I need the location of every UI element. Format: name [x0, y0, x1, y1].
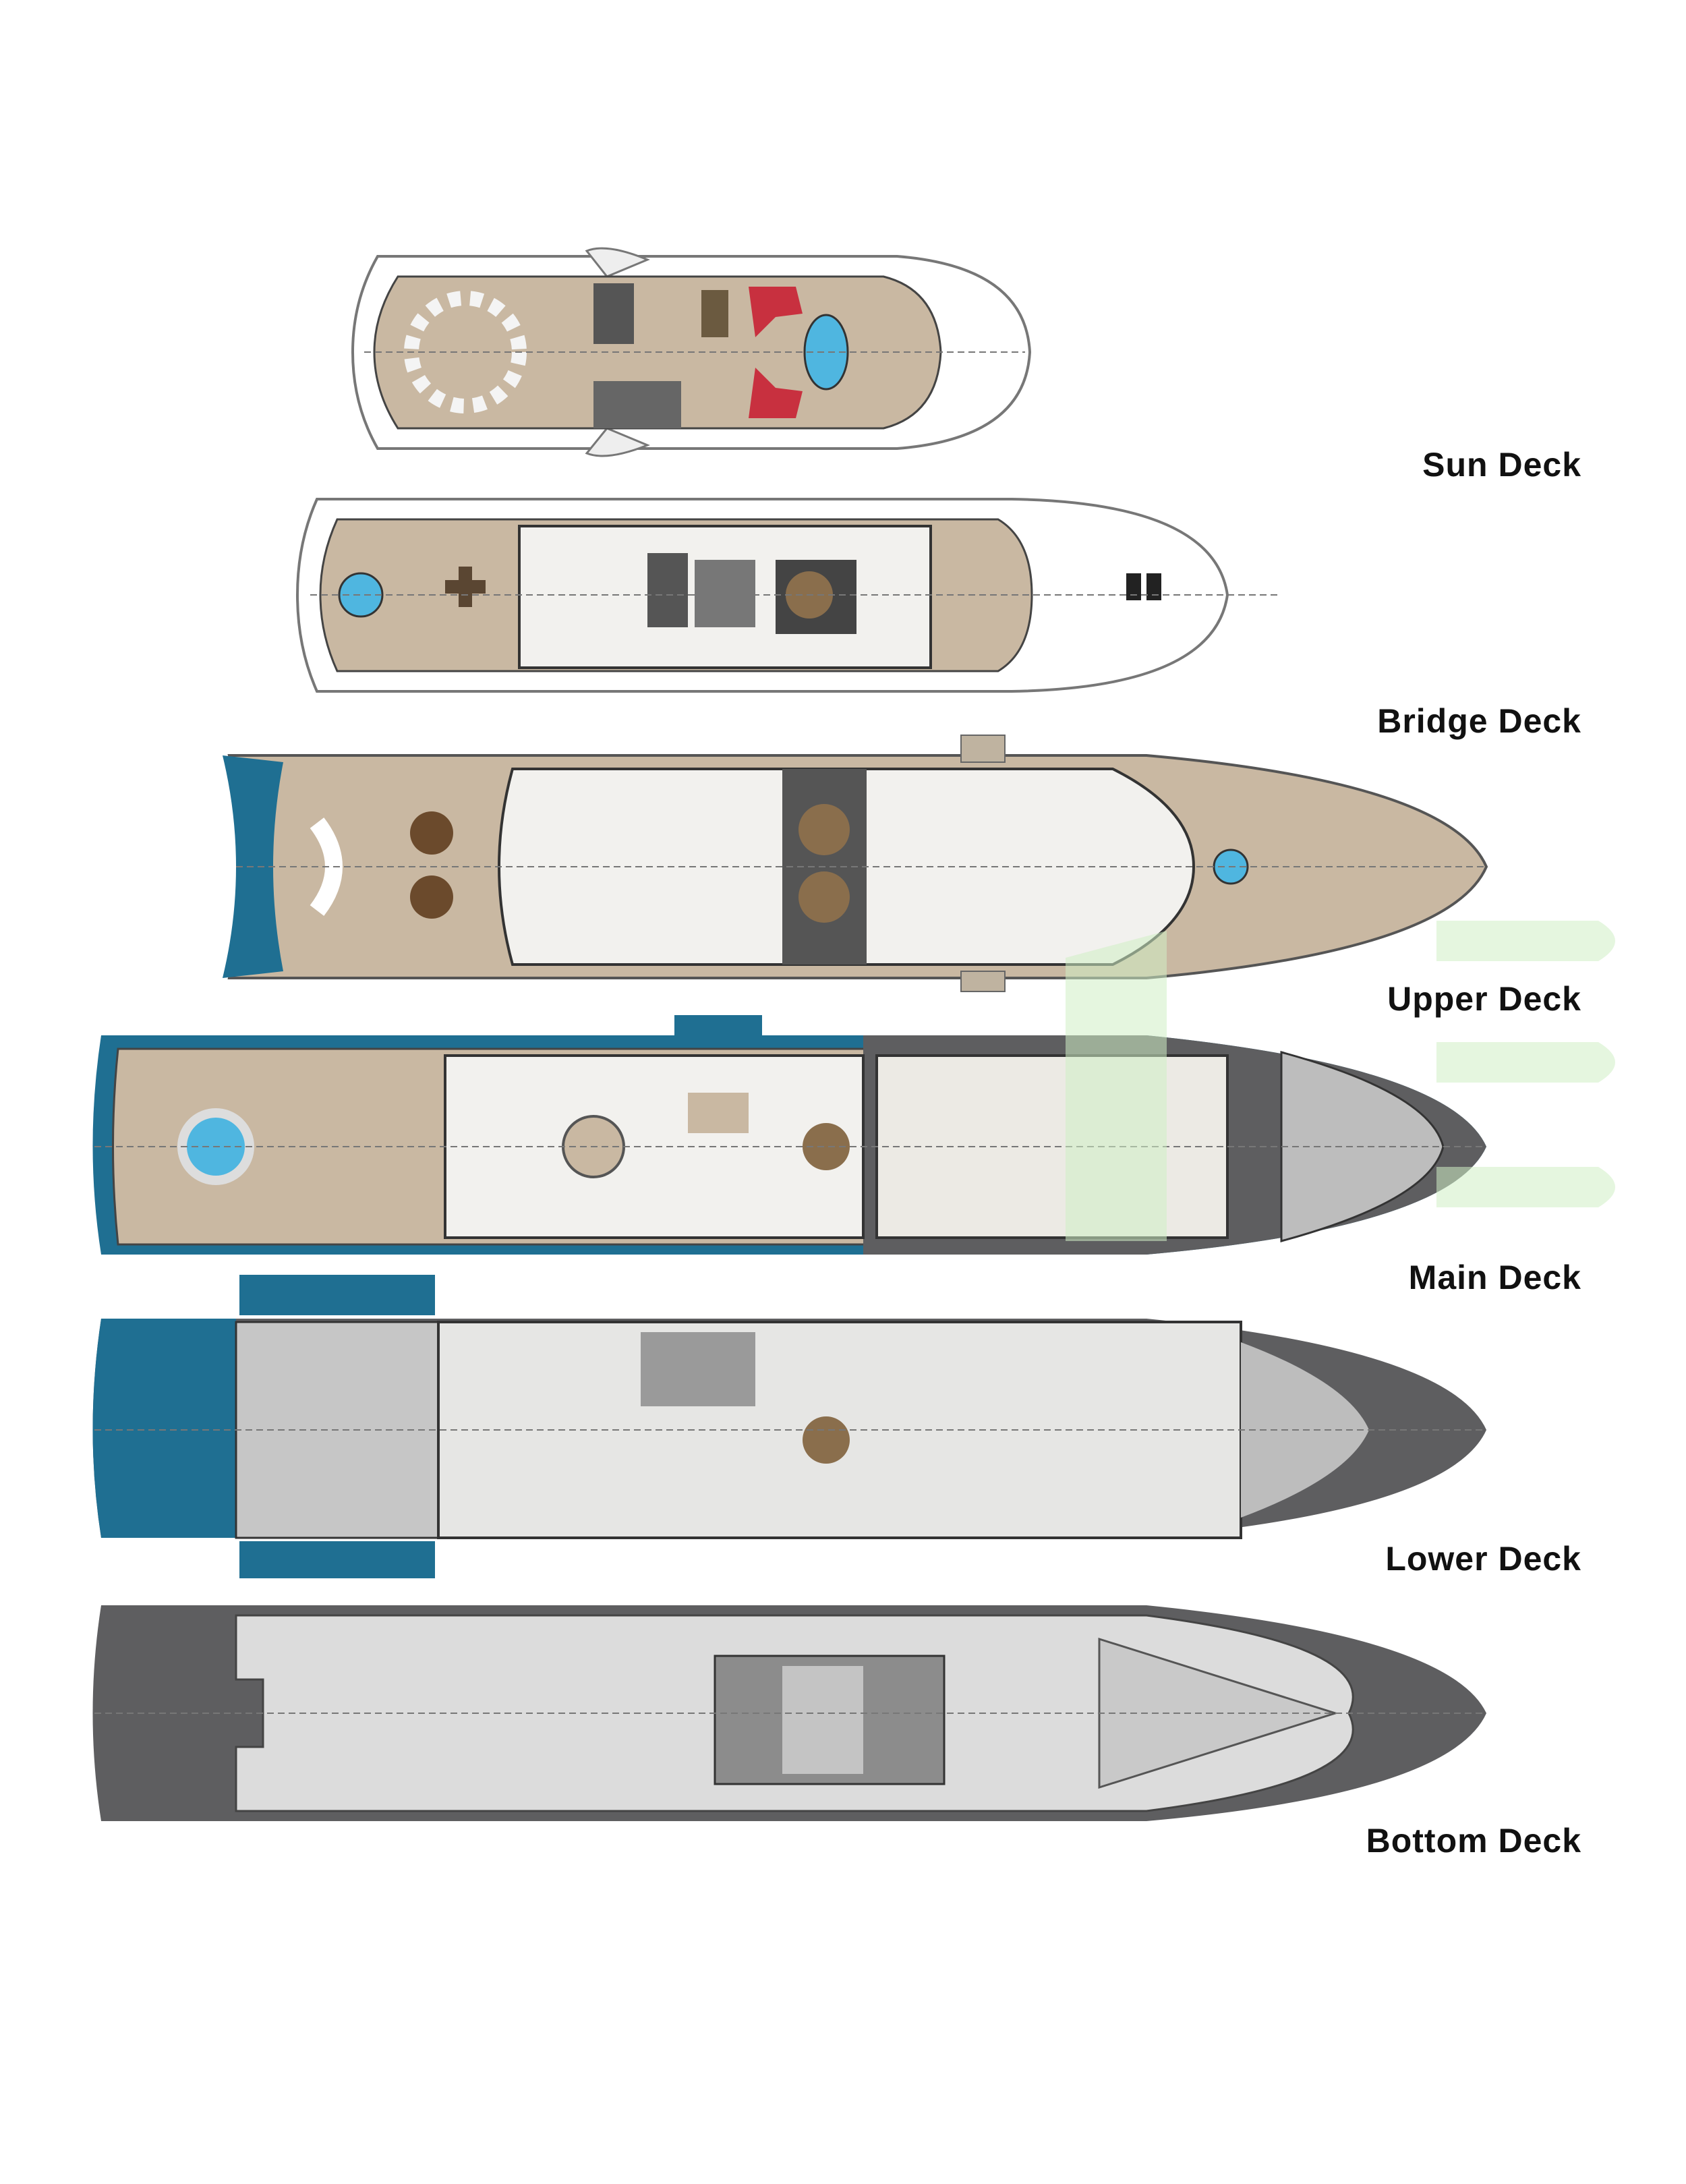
watermark-logo	[1066, 921, 1615, 1241]
deck-label-main: Main Deck	[1408, 1259, 1581, 1296]
main-deck-plan	[92, 1015, 1486, 1255]
deck-label-sun: Sun Deck	[1422, 446, 1581, 484]
bottom-deck-plan	[92, 1605, 1486, 1821]
jacuzzi-icon	[803, 314, 849, 391]
pool-icon	[338, 572, 384, 618]
deck-label-bridge: Bridge Deck	[1377, 702, 1581, 740]
lower-deck-plan	[92, 1275, 1486, 1578]
deck-label-bottom: Bottom Deck	[1366, 1822, 1581, 1860]
red-sofa-icon	[749, 368, 803, 418]
deck-label-lower: Lower Deck	[1385, 1540, 1581, 1578]
red-sofa-icon	[749, 287, 803, 337]
upper-deck-plan	[223, 735, 1488, 992]
bridge-deck-plan	[295, 498, 1281, 693]
sun-deck-plan	[351, 247, 1032, 457]
deck-label-upper: Upper Deck	[1387, 980, 1581, 1018]
